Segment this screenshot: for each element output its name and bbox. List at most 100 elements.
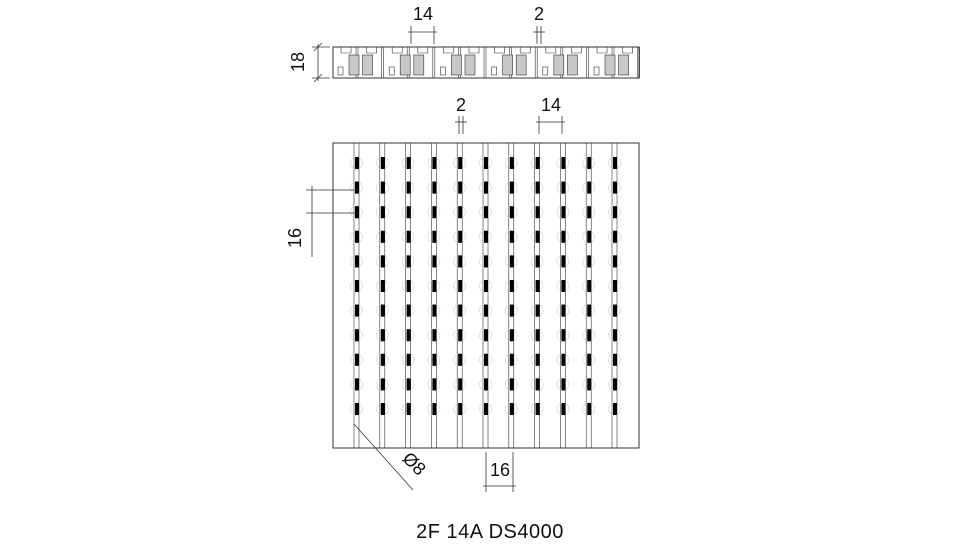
plan-row-spacing-dimension: 16 [285,186,358,257]
plan-pitch-dimension: 14 [536,95,565,134]
plan-insert-mark [355,353,359,366]
plan-insert-mark [484,280,488,292]
plan-insert-mark [509,329,514,342]
plan-insert-mark [613,378,617,391]
plan-insert-mark [509,378,514,391]
top-fill-block [618,54,629,76]
plan-insert-mark [432,329,437,342]
plan-insert-mark [535,255,540,268]
plan-insert-mark [561,353,566,366]
plan-insert-mark [587,353,592,366]
plan-insert-mark [484,329,488,342]
plan-insert-mark [587,157,592,169]
top-fill-block [413,54,425,76]
plan-insert-mark [406,329,411,342]
top-fill-block [348,54,360,76]
plan-insert-mark [406,157,411,169]
plan-insert-mark [509,353,514,366]
hole-diameter-callout: Ø8 [353,423,430,491]
plan-insert-mark [458,329,463,342]
plan-insert-mark [509,157,514,169]
top-notch [468,47,480,54]
plan-insert-mark [484,255,488,268]
plan-insert-mark [535,403,540,415]
plan-insert-mark [509,280,514,292]
plan-insert-mark [509,255,514,268]
plan-insert-mark [432,230,437,243]
top-notch [340,47,352,54]
plan-insert-mark [484,403,488,415]
plan-insert-mark [535,329,540,342]
plan-insert-mark [380,280,385,292]
drawing-caption: 2F 14A DS4000 [416,521,564,543]
plan-insert-mark [380,181,385,194]
plan-insert-mark [458,181,463,194]
top-notch [443,47,454,54]
plan-gap-dimension: 2 [455,95,467,134]
plan-insert-mark [355,206,359,219]
top-small-slot [440,66,446,76]
top-notch [545,47,557,54]
top-small-slot [337,66,344,76]
plan-insert-mark [355,280,359,292]
plan-insert-mark [406,353,411,366]
plan-insert-mark [484,206,488,219]
plan-insert-mark [561,206,566,219]
plan-insert-mark [613,329,617,342]
plan-insert-mark [613,255,617,268]
plan-gap-label: 2 [456,95,466,115]
top-pitch-label: 14 [413,4,433,24]
top-small-slot [388,66,395,76]
plan-insert-mark [484,157,488,169]
plan-insert-mark [535,353,540,366]
plan-insert-mark [561,403,566,415]
top-view-section [332,46,640,79]
top-notch [366,47,377,54]
plan-insert-mark [432,157,437,169]
plan-insert-mark [355,230,359,243]
plan-insert-mark [380,304,385,317]
plan-insert-mark [458,353,463,366]
plan-pitch-label: 14 [541,95,561,115]
plan-insert-mark [484,353,488,366]
plan-insert-mark [587,329,592,342]
top-fill-block [515,54,527,76]
plan-insert-mark [561,304,566,317]
top-fill-block [464,54,476,76]
plan-insert-mark [561,255,566,268]
plan-insert-mark [587,230,592,243]
plan-view-outline [332,142,640,449]
plan-insert-mark [561,157,566,169]
plan-insert-mark [458,280,463,292]
plan-insert-mark [380,353,385,366]
top-height-label: 18 [288,52,308,72]
plan-insert-mark [406,181,411,194]
plan-insert-mark [355,181,359,194]
plan-insert-mark [432,378,437,391]
plan-insert-mark [484,304,488,317]
plan-insert-mark [432,255,437,268]
plan-insert-mark [587,280,592,292]
plan-insert-mark [587,403,592,415]
plan-insert-mark [458,230,463,243]
plan-insert-mark [587,304,592,317]
top-notch [519,47,531,54]
plan-insert-mark [509,403,514,415]
plan-insert-mark [613,206,617,219]
top-gap-label: 2 [534,4,544,24]
plan-insert-mark [355,157,359,169]
plan-insert-mark [613,280,617,292]
plan-insert-mark [380,157,385,169]
top-notch [622,47,633,54]
plan-insert-mark [535,280,540,292]
plan-insert-mark [535,157,540,169]
plan-insert-mark [561,181,566,194]
plan-insert-mark [587,181,592,194]
plan-insert-mark [484,378,488,391]
plan-insert-mark [432,280,437,292]
plan-insert-mark [406,255,411,268]
top-fill-block [399,54,411,76]
plan-insert-mark [458,403,463,415]
plan-insert-mark [561,280,566,292]
